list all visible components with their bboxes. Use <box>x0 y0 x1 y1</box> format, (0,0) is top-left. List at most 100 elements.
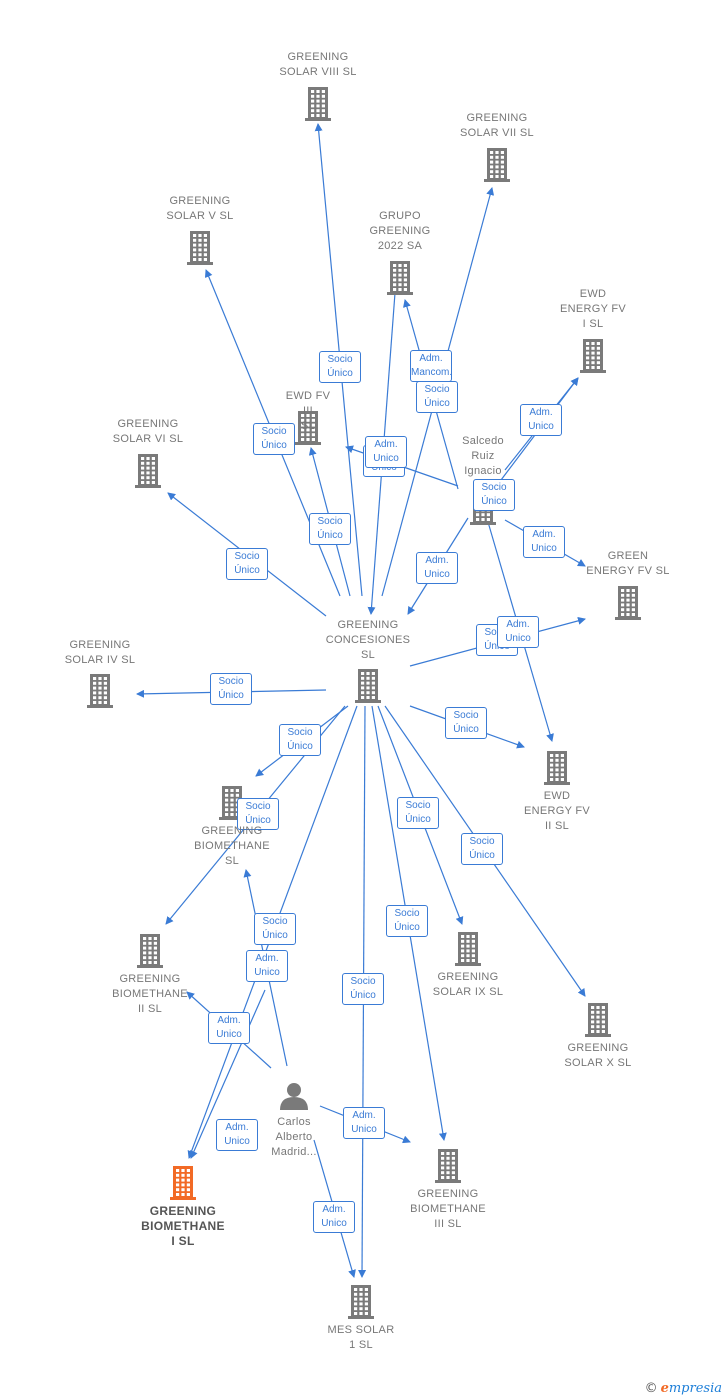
node-label-line: GREENING <box>287 51 349 63</box>
edge-label-line: Único <box>234 565 260 576</box>
edge-label-salcedo-ewd2[interactable]: Adm.Unico <box>497 616 539 648</box>
building-icon[interactable] <box>585 1003 611 1037</box>
edge-label-line: Único <box>469 850 495 861</box>
edge-label-line: Socio <box>317 516 343 527</box>
building-icon[interactable] <box>137 934 163 968</box>
edge-label-line: Adm. <box>532 529 556 540</box>
node-label-line: SOLAR IV SL <box>64 654 136 666</box>
building-icon[interactable] <box>544 751 570 785</box>
node-label-line: GREENING <box>417 1188 479 1200</box>
edge-label-line: Adm. <box>529 407 553 418</box>
node-label-line: SOLAR V SL <box>166 210 234 222</box>
edge-label-line: Adm. <box>419 353 443 364</box>
edge-label-line: Mancom. <box>411 367 453 378</box>
building-icon[interactable] <box>87 674 113 708</box>
edge-label-line: Adm. <box>352 1110 376 1121</box>
edge-label-carlos-bio1[interactable]: Adm. Unico <box>216 1119 258 1151</box>
node-label-line: GREENING <box>337 619 399 631</box>
node-label-line: SOLAR IX SL <box>432 986 504 998</box>
edge-label-salcedo-greenfv[interactable]: Adm.Unico <box>523 526 565 558</box>
building-icon[interactable] <box>187 231 213 265</box>
building-icon[interactable] <box>348 1285 374 1319</box>
edge-label-carlos-bio[interactable]: Adm.Unico <box>246 950 288 982</box>
building-icon[interactable] <box>355 669 381 703</box>
node-label-line: II SL <box>544 820 570 832</box>
building-icon[interactable] <box>387 261 413 295</box>
node-label-line: EWD <box>543 790 571 802</box>
node-label-line: GREENING <box>117 418 179 430</box>
building-icon[interactable] <box>305 87 331 121</box>
edge-label-salcedo-ewd1[interactable]: Adm.Unico <box>520 404 562 436</box>
edge-label-carlos-bio2[interactable]: Adm.Unico <box>208 1012 250 1044</box>
node-label-line: SL <box>360 649 376 661</box>
edge-label-line: Único <box>317 530 343 541</box>
building-icon[interactable] <box>170 1166 196 1200</box>
edge-label-line: Adm. <box>506 619 530 630</box>
node-label-line: GREENING <box>567 1042 629 1054</box>
building-icon[interactable] <box>455 932 481 966</box>
edge-label-line: Socio <box>287 727 313 738</box>
node-label-line: SL <box>300 420 316 432</box>
edge-label-carlos-messolar[interactable]: Adm.Unico <box>313 1201 355 1233</box>
edge-label-line: Único <box>261 440 287 451</box>
person-icon[interactable] <box>280 1083 308 1110</box>
building-icon[interactable] <box>295 411 321 445</box>
edge-label-line: Unico <box>224 1136 250 1147</box>
node-label-line: GREENING <box>466 112 528 124</box>
node-label-line: BIOMETHANE <box>112 988 188 1000</box>
building-icon[interactable] <box>484 148 510 182</box>
building-icon[interactable] <box>435 1149 461 1183</box>
edge-label-salcedo-concesiones[interactable]: Adm.Unico <box>416 552 458 584</box>
edge-label-line: Socio <box>405 800 431 811</box>
edge-label-line: Único <box>350 990 376 1001</box>
node-label-solar9[interactable]: GREENING SOLAR IX SL <box>408 970 528 1000</box>
footer-brand[interactable]: ©empresia <box>645 1381 722 1396</box>
building-icon[interactable] <box>615 586 641 620</box>
node-label-line: EWD <box>579 288 607 300</box>
node-label-line: GREENING <box>437 971 499 983</box>
edge-label-carlos-bio3[interactable]: Adm.Unico <box>343 1107 385 1139</box>
edge-label-line: Adm. <box>225 1122 249 1133</box>
edge-label-salcedo-grupo[interactable]: Adm. Mancom. <box>410 350 452 382</box>
building-icon[interactable] <box>580 339 606 373</box>
edge-label-line: Socio <box>218 676 244 687</box>
node-label-line: Ruiz <box>471 450 495 462</box>
node-label-line: GREENING <box>149 1204 217 1218</box>
building-icon[interactable] <box>135 454 161 488</box>
edge-label-salcedo-ewd3[interactable]: Adm.Unico <box>365 436 407 468</box>
